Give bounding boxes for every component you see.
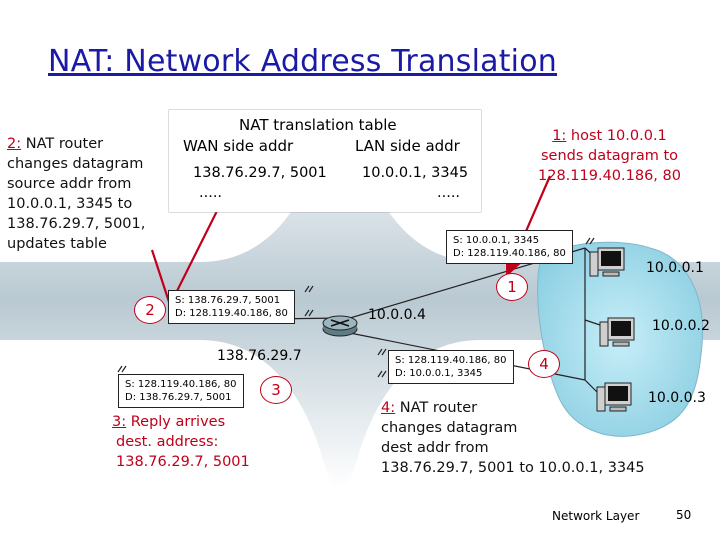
host1-address: 10.0.0.1 — [646, 260, 704, 276]
step4-line: NAT router — [399, 400, 478, 416]
packet-destination: D: 128.119.40.186, 80 — [453, 248, 566, 259]
lan-more-entries: ..... — [437, 185, 461, 201]
lan-column-header: LAN side addr — [355, 137, 460, 155]
step2-line: changes datagram — [7, 156, 144, 172]
step1-line: 128.119.40.186, 80 — [538, 168, 681, 184]
packet-1: S: 10.0.0.1, 3345 D: 128.119.40.186, 80 — [446, 230, 573, 264]
packet-source: S: 128.119.40.186, 80 — [125, 379, 237, 390]
step4-line: 138.76.29.7, 5001 to 10.0.0.1, 3345 — [381, 460, 645, 476]
step4-number: 4: — [381, 400, 396, 416]
nat-router-icon — [322, 315, 358, 337]
step2-note: 2: NAT router changes datagram source ad… — [7, 134, 145, 254]
router-lan-address: 10.0.0.4 — [368, 307, 426, 323]
step1-note: 1: host 10.0.0.1 sends datagram to 128.1… — [538, 126, 681, 186]
step2-line: updates table — [7, 236, 107, 252]
step3-line: 138.76.29.7, 5001 — [116, 454, 250, 470]
nat-translation-table: NAT translation table WAN side addr LAN … — [169, 110, 481, 212]
step3-line: Reply arrives — [130, 414, 226, 430]
page-title: NAT: Network Address Translation — [48, 44, 557, 79]
footer-label: Network Layer — [552, 509, 640, 523]
step2-marker: 2 — [134, 296, 166, 324]
step4-note: 4: NAT router changes datagram dest addr… — [381, 398, 645, 478]
wan-entry: 138.76.29.7, 5001 — [193, 165, 327, 181]
wan-column-header: WAN side addr — [183, 137, 294, 155]
step2-number: 2: — [7, 136, 22, 152]
packet-source: S: 10.0.0.1, 3345 — [453, 235, 540, 246]
router-wan-address: 138.76.29.7 — [217, 348, 302, 364]
step3-line: dest. address: — [116, 434, 219, 450]
step4-marker: 4 — [528, 350, 560, 378]
step2-line: 10.0.0.1, 3345 to — [7, 196, 133, 212]
step3-number: 3: — [112, 414, 127, 430]
host-icon-2 — [599, 317, 635, 347]
packet-source: S: 128.119.40.186, 80 — [395, 355, 507, 366]
step4-line: dest addr from — [381, 440, 489, 456]
step1-line: sends datagram to — [540, 148, 679, 164]
step3-note: 3: Reply arrives dest. address: 138.76.2… — [112, 412, 250, 472]
host-icon-1 — [589, 247, 625, 277]
packet-4: S: 128.119.40.186, 80 D: 10.0.0.1, 3345 — [388, 350, 514, 384]
step2-line: source addr from — [7, 176, 132, 192]
step1-marker: 1 — [496, 273, 528, 301]
packet-source: S: 138.76.29.7, 5001 — [175, 295, 281, 306]
packet-2: S: 138.76.29.7, 5001 D: 128.119.40.186, … — [168, 290, 295, 324]
packet-3: S: 128.119.40.186, 80 D: 138.76.29.7, 50… — [118, 374, 244, 408]
host2-address: 10.0.0.2 — [652, 318, 710, 334]
packet-destination: D: 128.119.40.186, 80 — [175, 308, 288, 319]
packet-destination: D: 138.76.29.7, 5001 — [125, 392, 232, 403]
lan-entry: 10.0.0.1, 3345 — [362, 165, 469, 181]
step2-line: 138.76.29.7, 5001, — [7, 216, 146, 232]
packet-destination: D: 10.0.0.1, 3345 — [395, 368, 483, 379]
page-number: 50 — [676, 508, 692, 522]
wan-more-entries: ..... — [199, 185, 223, 201]
step2-line: NAT router — [25, 136, 104, 152]
table-caption: NAT translation table — [239, 116, 397, 134]
step3-marker: 3 — [260, 376, 292, 404]
step4-line: changes datagram — [381, 420, 518, 436]
host3-address: 10.0.0.3 — [648, 390, 706, 406]
step1-number: 1: — [552, 128, 567, 144]
step1-line: host 10.0.0.1 — [570, 128, 667, 144]
host-icon-3 — [596, 382, 632, 412]
